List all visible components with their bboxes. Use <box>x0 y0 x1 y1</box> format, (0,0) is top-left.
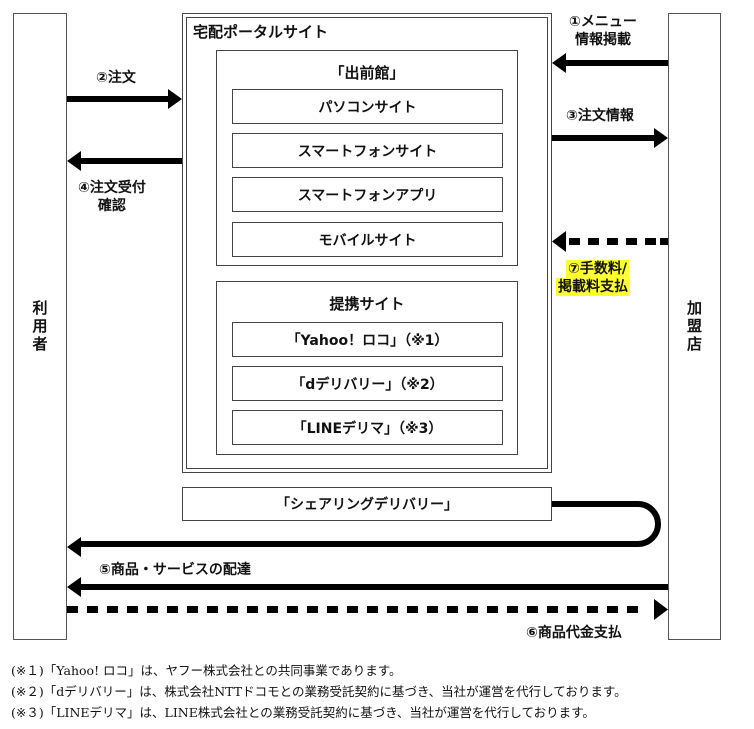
pc-site-box: パソコンサイト <box>232 89 503 124</box>
partner-sites-title: 提携サイト <box>329 295 405 313</box>
menu-info-arrow <box>552 53 668 73</box>
portal-site-title: 宅配ポータルサイト <box>193 23 329 41</box>
fee-payment-label: ⑦手数料/ 掲載料支払 <box>556 260 630 296</box>
footnote-2: (※２)「dデリバリー」は、株式会社NTTドコモとの業務受託契約に基づき、当社が… <box>11 684 627 699</box>
yahoo-loco-box: 「Yahoo！ロコ」（※1） <box>232 322 503 357</box>
line-delima-box: 「LINEデリマ」（※3） <box>232 410 503 445</box>
store-column: 加盟店 <box>668 13 721 640</box>
sharing-delivery-arrow <box>67 501 661 557</box>
user-label: 利用者 <box>30 299 49 354</box>
delivery-label: ⑤商品・サービスの配達 <box>99 562 251 578</box>
smartphone-site-box: スマートフォンサイト <box>232 133 503 168</box>
order-confirm-label: ④注文受付 確認 <box>78 180 146 214</box>
order-confirm-arrow <box>67 151 182 171</box>
portal-site-inner-border <box>186 17 548 469</box>
delivery-arrow <box>67 577 668 597</box>
fee-payment-arrow <box>552 231 668 252</box>
footnote-1: (※１)「Yahoo! ロコ」は、ヤフー株式会社との共同事業であります。 <box>11 663 402 678</box>
smartphone-app-box: スマートフォンアプリ <box>232 177 503 212</box>
demaecan-title: 「出前館」 <box>329 64 405 82</box>
order-label: ②注文 <box>96 70 136 86</box>
product-payment-arrow <box>67 599 668 620</box>
footnote-3: (※３)「LINEデリマ」は、LINE株式会社との業務受託契約に基づき、当社が運… <box>11 705 595 720</box>
sharing-delivery-box: 「シェアリングデリバリー」 <box>182 487 552 521</box>
user-column: 利用者 <box>13 13 67 640</box>
order-info-arrow <box>552 128 668 148</box>
store-label: 加盟店 <box>685 299 703 354</box>
order-info-label: ③注文情報 <box>566 108 634 124</box>
menu-info-label: ①メニュー 情報掲載 <box>569 14 637 48</box>
mobile-site-box: モバイルサイト <box>232 222 503 257</box>
d-delivery-box: 「dデリバリー」（※2） <box>232 366 503 401</box>
order-arrow <box>67 89 182 109</box>
product-payment-label: ⑥商品代金支払 <box>526 625 622 641</box>
